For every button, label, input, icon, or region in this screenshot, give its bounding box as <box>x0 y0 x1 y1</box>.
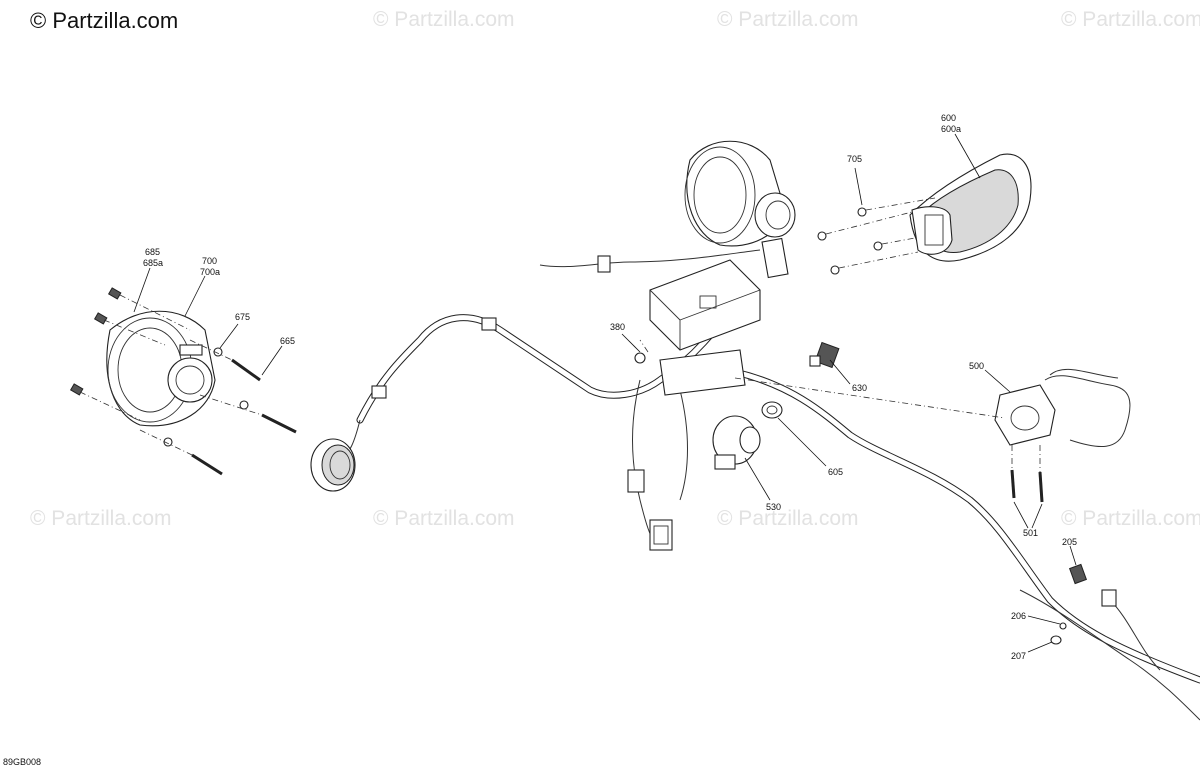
watermark: © Partzilla.com <box>1061 8 1200 31</box>
grommet-605 <box>761 401 783 419</box>
guide-line-380 <box>639 339 649 353</box>
switch-housing-500 <box>994 368 1131 448</box>
callout-500: 500 <box>969 361 985 371</box>
screws-705 <box>817 197 936 275</box>
callout-705: 705 <box>847 154 863 164</box>
screws-665-washers-675 <box>163 347 297 476</box>
left-headlight <box>106 310 216 427</box>
actuator-530 <box>712 415 761 470</box>
watermark: © Partzilla.com <box>717 507 859 530</box>
screws-501 <box>1010 445 1044 503</box>
brand-logo: © Partzilla.com <box>30 8 179 33</box>
callout-205: 205 <box>1062 537 1078 547</box>
watermark: © Partzilla.com <box>30 507 172 530</box>
callout-700a: 700a <box>200 267 221 277</box>
callout-530: 530 <box>766 502 782 512</box>
cover-600 <box>909 153 1032 262</box>
nut-207 <box>1050 635 1062 645</box>
leader-lines <box>133 133 1077 653</box>
callout-665: 665 <box>280 336 296 346</box>
callout-675: 675 <box>235 312 251 322</box>
callout-700: 700 <box>202 256 218 266</box>
adjustment-screws-685 <box>69 287 122 396</box>
washer-206 <box>1059 622 1067 630</box>
lower-connectors <box>627 469 673 551</box>
handlebar-harness <box>731 368 1200 721</box>
watermark: © Partzilla.com <box>717 8 859 31</box>
callout-600a: 600a <box>941 124 962 134</box>
callout-380: 380 <box>610 322 626 332</box>
right-headlight <box>684 140 796 279</box>
switch-630 <box>809 341 840 369</box>
watermark: © Partzilla.com <box>373 8 515 31</box>
callout-501: 501 <box>1023 528 1039 538</box>
watermark: © Partzilla.com <box>373 507 515 530</box>
connector-boot <box>310 438 356 492</box>
diagram-code: 89GB008 <box>3 757 42 767</box>
watermark: © Partzilla.com <box>1061 507 1200 530</box>
callout-685a: 685a <box>143 258 164 268</box>
control-module <box>634 259 761 396</box>
callout-630: 630 <box>852 383 868 393</box>
clip-205 <box>1068 563 1117 607</box>
callout-206: 206 <box>1011 611 1027 621</box>
callout-685: 685 <box>145 247 161 257</box>
callout-605: 605 <box>828 467 844 477</box>
left-dashed-guides <box>79 294 263 456</box>
callout-207: 207 <box>1011 651 1027 661</box>
callout-600: 600 <box>941 113 957 123</box>
